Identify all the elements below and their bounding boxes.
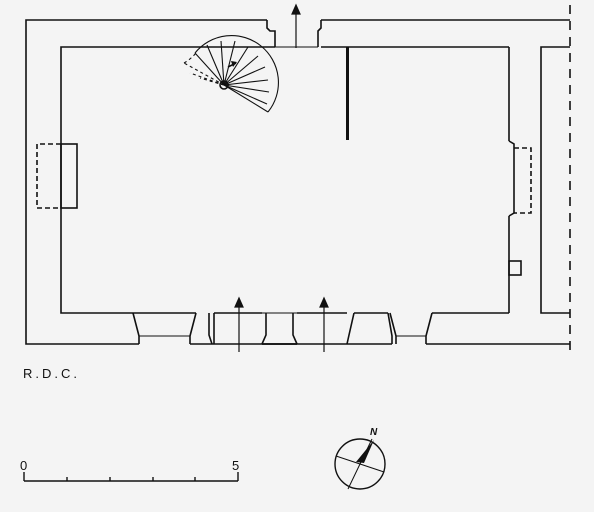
north-letter: N xyxy=(370,427,378,438)
bottom-bays xyxy=(132,312,433,345)
entrance-arrow-icon xyxy=(319,296,329,352)
entrance-arrow-icon xyxy=(291,3,301,48)
inner-walls xyxy=(60,46,515,314)
scale-bar xyxy=(23,472,239,482)
scale-start-label: 0 xyxy=(20,458,28,473)
adjacent-room xyxy=(540,46,570,314)
top-doorway xyxy=(266,20,322,48)
right-window xyxy=(514,147,532,214)
level-label: R.D.C. xyxy=(23,366,80,381)
interior-partition xyxy=(346,47,349,140)
scale-end-label: 5 xyxy=(232,458,240,473)
north-arrow-icon xyxy=(334,438,386,490)
spiral-staircase xyxy=(183,35,279,113)
entrance-arrow-icon xyxy=(234,296,244,352)
right-wall-box xyxy=(508,260,522,276)
left-window xyxy=(36,143,78,209)
outer-walls xyxy=(25,5,571,356)
